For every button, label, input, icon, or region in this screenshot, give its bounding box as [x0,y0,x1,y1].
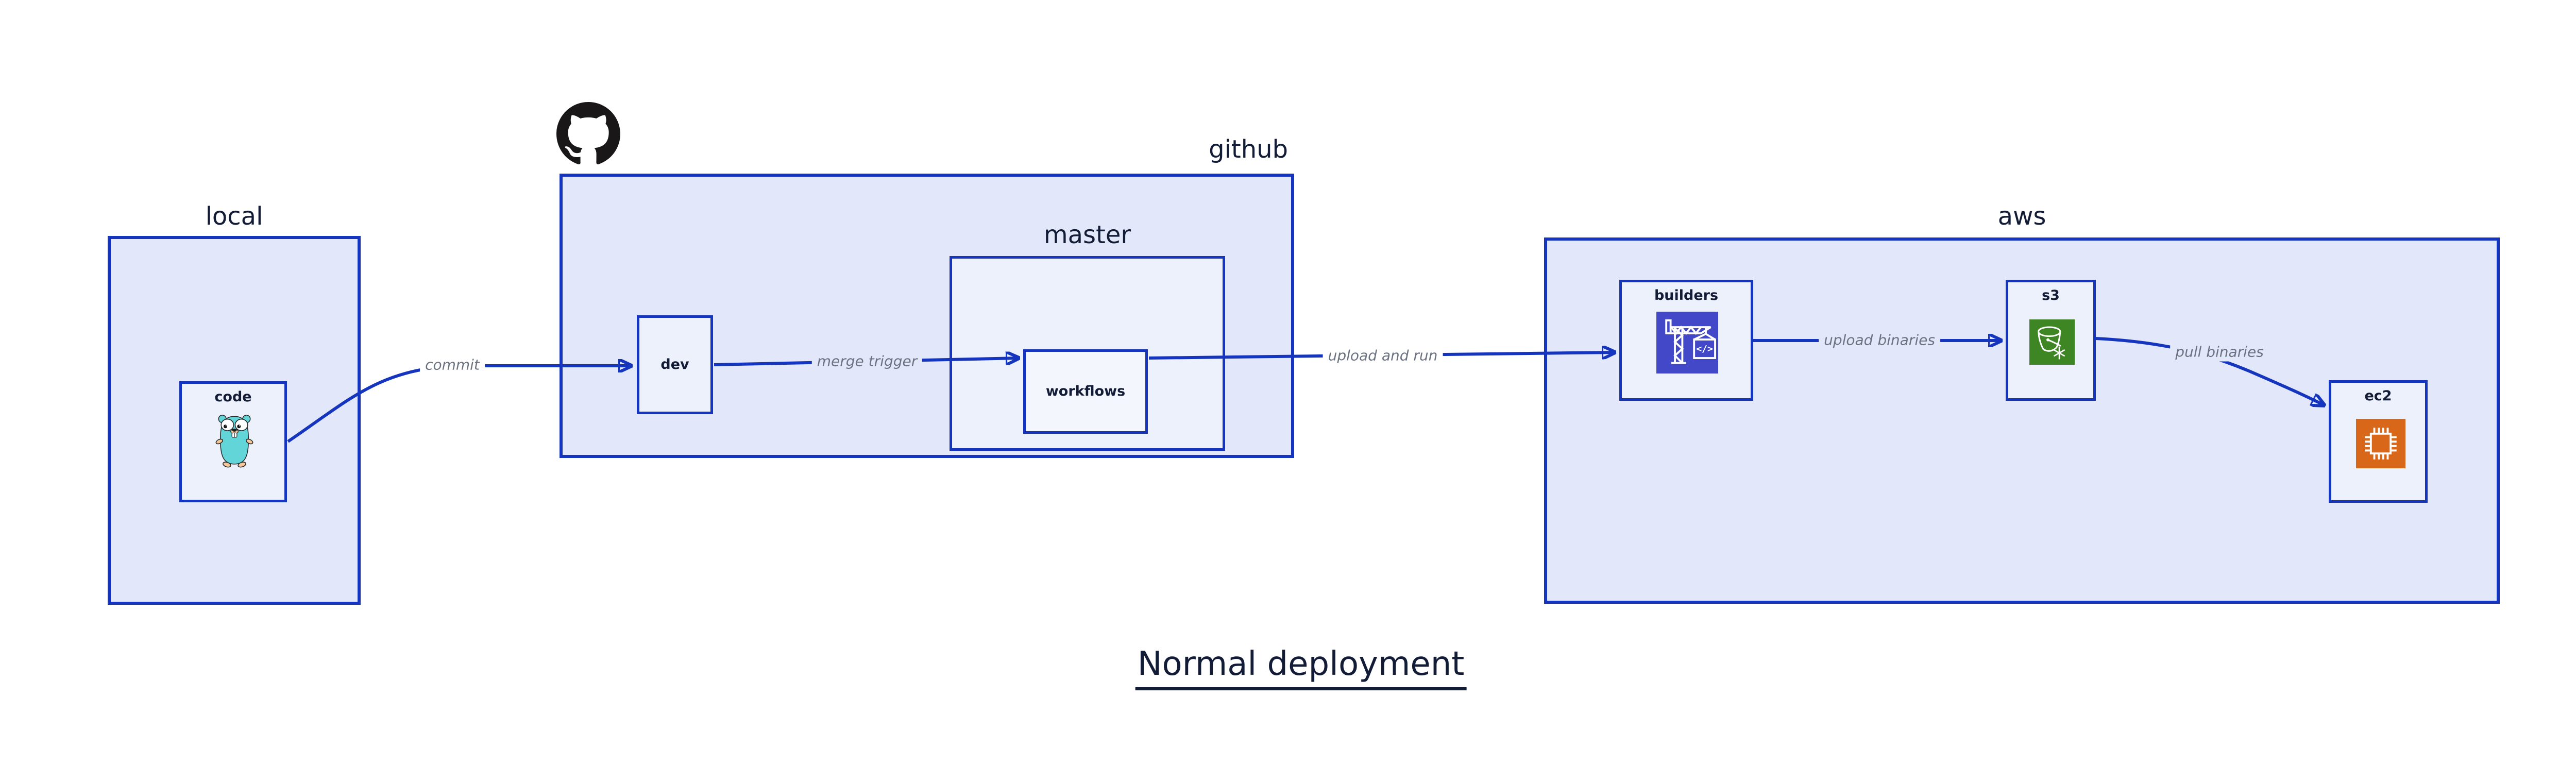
node-code-label: code [214,389,252,405]
node-builders-label: builders [1654,287,1719,303]
crane-icon: </> [1656,312,1718,373]
node-s3-label: s3 [2042,287,2060,303]
glacier-bucket-icon [2029,319,2075,365]
cpu-chip-icon [2356,419,2405,468]
go-gopher-icon [214,412,255,470]
aws-group-label: aws [1997,202,2046,231]
local-group-label: local [205,202,263,231]
node-workflows: workflows [1023,349,1148,434]
master-group-label: master [1043,220,1131,249]
node-workflows-label: workflows [1045,383,1126,399]
diagram-title: Normal deployment [1135,645,1467,690]
node-builders: builders </> [1619,280,1753,401]
node-dev-label: dev [660,356,689,372]
github-octocat-icon [556,102,620,166]
node-ec2-label: ec2 [2364,388,2392,404]
edge-commit-label: commit [420,355,485,375]
github-group-label: github [1209,135,1288,164]
edge-commit-line [287,366,632,443]
node-s3: s3 [2006,280,2096,401]
edge-upload-binaries-label: upload binaries [1819,330,1940,350]
svg-text:</>: </> [1696,344,1713,354]
edge-upload-and-run-label: upload and run [1323,346,1443,365]
edge-pull-binaries-line [2095,337,2325,405]
node-code: code [179,381,287,502]
node-dev: dev [637,315,713,414]
node-ec2: ec2 [2329,380,2428,503]
edge-merge-trigger-label: merge trigger [811,351,923,371]
edge-pull-binaries-label: pull binaries [2170,342,2269,362]
